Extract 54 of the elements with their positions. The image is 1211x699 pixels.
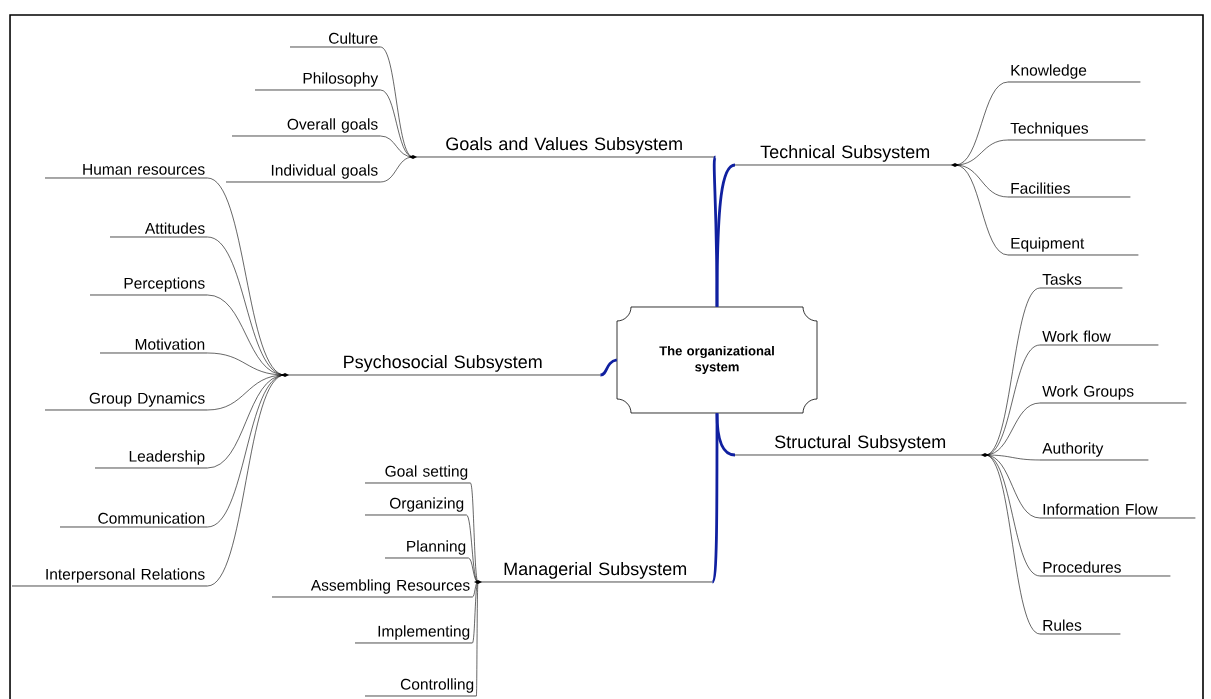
connector-line — [955, 164, 1009, 198]
branch-label: Structural Subsystem — [734, 435, 989, 457]
branch-label: Goals and Values Subsystem — [409, 137, 716, 159]
connector-line — [985, 454, 1041, 635]
topic-label: Techniques — [1007, 122, 1146, 141]
topic-label: Culture — [289, 32, 381, 48]
topic-label: Group Dynamics — [44, 392, 208, 411]
topic-label: Leadership — [94, 450, 208, 469]
topic-label: Implementing — [354, 625, 473, 644]
topic-label: Overall goals — [231, 118, 381, 137]
topic-label: Equipment — [1007, 237, 1139, 256]
topic-label: Facilities — [1007, 182, 1131, 198]
connector-line — [380, 156, 414, 183]
topic-label: Philosophy — [254, 72, 381, 91]
topic-label: Human resources — [44, 163, 208, 179]
connector-line — [955, 164, 1009, 256]
connector-line — [468, 557, 479, 583]
topic-label: Interpersonal Relations — [11, 568, 208, 587]
connector-line — [380, 46, 414, 158]
topic-label: Information Flow — [1039, 503, 1196, 519]
system-box: The organizational system — [616, 306, 818, 414]
connector-line — [472, 581, 479, 598]
topic-label: Motivation — [99, 338, 208, 354]
topic-label: Perceptions — [89, 277, 208, 296]
topic-label: Planning — [384, 540, 469, 559]
connector-line — [476, 581, 479, 697]
topic-label: Assembling Resources — [271, 579, 473, 598]
connector-line — [380, 135, 414, 158]
connector-line — [466, 514, 479, 583]
branch-line — [600, 358, 618, 377]
topic-label: Work Groups — [1039, 385, 1187, 404]
topic-label: Rules — [1039, 619, 1121, 635]
connector-line — [985, 287, 1041, 456]
branch-label: Psychosocial Subsystem — [281, 355, 601, 377]
connector-line — [985, 454, 1041, 461]
branch-line — [715, 163, 736, 307]
connector-line — [472, 581, 479, 644]
topic-label: Controlling — [364, 678, 477, 697]
connector-line — [985, 454, 1041, 577]
topic-label: Tasks — [1039, 273, 1123, 289]
connector-line — [470, 482, 479, 583]
topic-label: Individual goals — [225, 164, 381, 183]
branch-line — [711, 413, 719, 583]
topic-label: Goal setting — [364, 465, 471, 484]
topic-label: Organizing — [364, 497, 467, 516]
topic-label: Procedures — [1039, 561, 1171, 577]
topic-label: Communication — [59, 512, 208, 528]
topic-label: Attitudes — [109, 222, 208, 238]
connector-line — [955, 139, 1009, 166]
branch-label: Managerial Subsystem — [474, 562, 713, 584]
topic-label: Authority — [1039, 442, 1149, 461]
topic-label: Work flow — [1039, 330, 1159, 346]
topic-label: Knowledge — [1007, 64, 1141, 83]
branch-label: Technical Subsystem — [734, 145, 959, 167]
